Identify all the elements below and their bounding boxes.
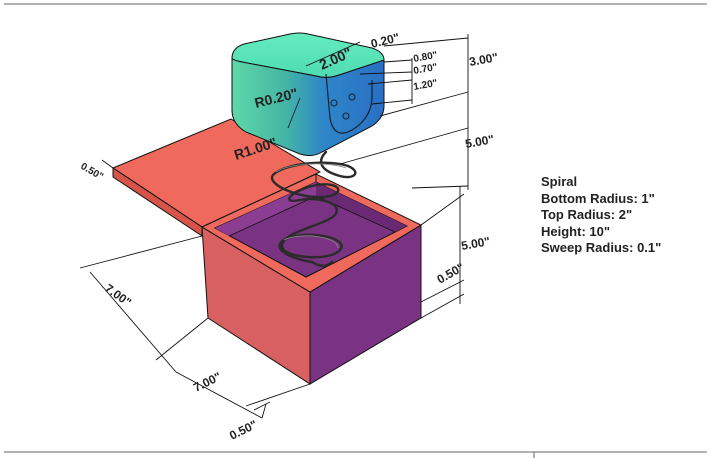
spiral-sweep-radius: Sweep Radius: 0.1" — [541, 240, 662, 255]
spring — [270, 150, 357, 267]
dim-head-corner: 0.20" — [369, 30, 401, 51]
dim-box-width: 7.00" — [191, 369, 223, 394]
spring-highlight — [275, 163, 347, 249]
dim-box-bottom: 0.50" — [227, 417, 259, 442]
head-mouth-center — [342, 112, 350, 120]
head-eye-right — [348, 93, 356, 101]
spiral-bottom-radius: Bottom Radius: 1" — [541, 190, 655, 206]
spiral-title: Spiral — [541, 174, 578, 189]
dim-mouth-offset: 1.20" — [413, 78, 439, 93]
dim-box-height: 5.00" — [460, 234, 491, 253]
box-inner-wall-right — [316, 182, 407, 232]
dim-lid-thickness: 0.50" — [79, 161, 106, 183]
spiral-height: Height: 10" — [541, 223, 611, 239]
dim-head-height: 3.00" — [468, 50, 499, 69]
head-fillet-line — [287, 97, 301, 129]
dim-box-wall: 0.50" — [435, 260, 467, 287]
head-mouth — [325, 73, 373, 134]
head — [231, 32, 385, 157]
head-front-face — [231, 57, 385, 157]
head-eye-left — [330, 99, 338, 107]
dim-eye-offset-1: 0.80" — [413, 50, 439, 65]
dim-spring-height: 5.00" — [464, 132, 495, 151]
spiral-top-radius: Top Radius: 2" — [541, 207, 633, 222]
box-lid — [111, 118, 322, 237]
dim-eye-offset-2: 0.70" — [413, 62, 439, 77]
spiral-specs: Spiral Bottom Radius: 1" Top Radius: 2" … — [541, 174, 661, 257]
dimension-lines — [79, 34, 469, 419]
